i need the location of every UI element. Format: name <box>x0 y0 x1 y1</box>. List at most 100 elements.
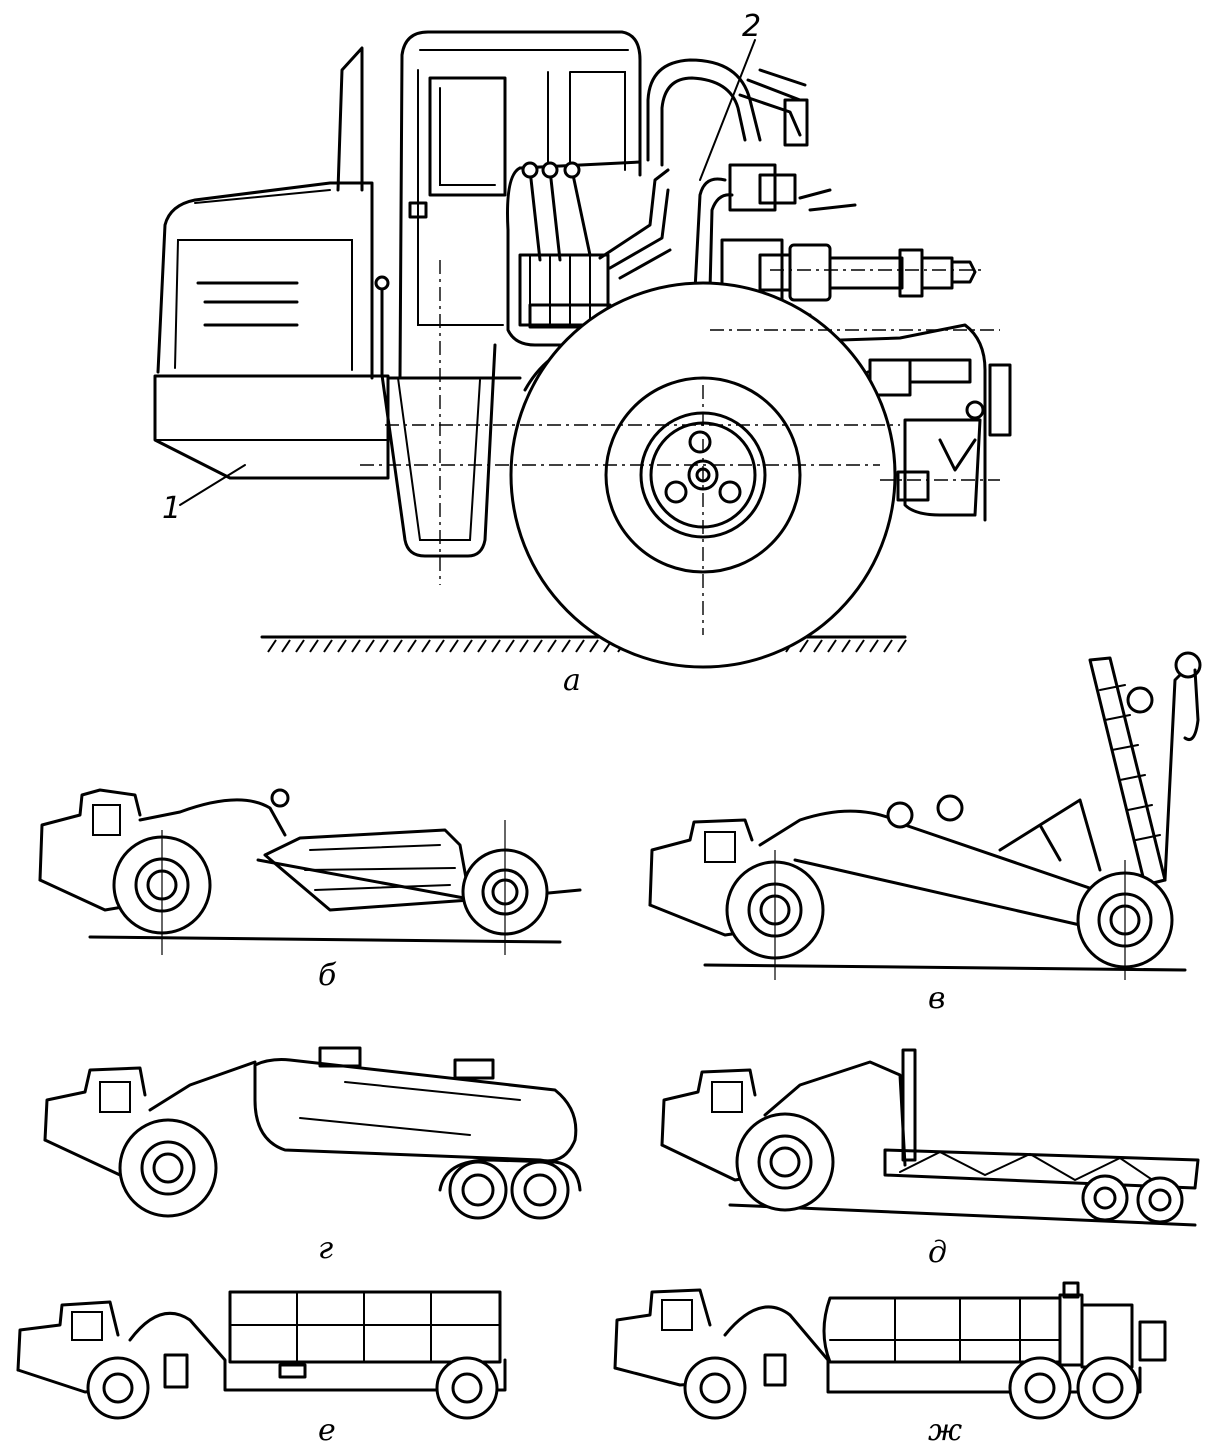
view-e-box-trailer: е <box>16 1290 507 1448</box>
ground-hatch-stroke <box>281 639 291 653</box>
crane-v-pin-1 <box>886 801 914 829</box>
ground-hatch-stroke <box>827 639 837 653</box>
caption-a: а <box>563 663 581 698</box>
flatbed-d-rear-wheel-2 <box>1136 1176 1184 1224</box>
tractor-g-cab <box>43 1066 147 1142</box>
crane-v-boom <box>1088 656 1167 887</box>
tanker-zh-frame <box>723 1305 1142 1394</box>
trailer-e-plate <box>278 1363 307 1379</box>
ground-hatch-stroke <box>799 639 809 653</box>
tractor-b-window <box>92 804 121 836</box>
tanker-g-rear-rim-2 <box>523 1173 557 1207</box>
hose-loop-inner <box>660 76 747 167</box>
ground-v <box>703 963 1187 972</box>
fitting-block <box>783 98 809 147</box>
gear-flange <box>758 253 792 292</box>
ground-hatch-stroke <box>505 639 515 653</box>
flatbed-d-front-rim <box>757 1134 813 1190</box>
hitch-pivot <box>965 400 985 420</box>
flatbed-d-rear-rim-1 <box>1093 1186 1117 1210</box>
crane-v-boom-lattice <box>1099 684 1161 841</box>
hydraulic-housing <box>506 166 692 347</box>
shaft-flange <box>788 243 832 302</box>
control-valves <box>518 161 612 329</box>
tanker-zh-front-rim <box>699 1372 731 1404</box>
flatbed-d-rear-rim-2 <box>1148 1188 1172 1212</box>
ground-hatch-stroke <box>337 639 347 653</box>
ground-hatch-stroke <box>407 639 417 653</box>
scraper-b-bowl <box>263 828 472 912</box>
door-frame <box>417 69 504 326</box>
wheel-bolt-left <box>664 480 688 504</box>
shaft-end <box>920 256 954 290</box>
tanker-zh-coil <box>1058 1293 1084 1367</box>
tanker-zh-valve <box>1062 1281 1080 1299</box>
door-window <box>428 76 507 197</box>
tanker-zh-hitch <box>763 1353 787 1387</box>
hose-3 <box>618 248 672 280</box>
hood-louvers <box>196 281 299 327</box>
tanker-g-fender <box>438 1158 582 1192</box>
hose-2 <box>608 188 670 270</box>
ground-hatch-stroke <box>477 639 487 653</box>
steps-inner <box>397 377 481 541</box>
view-zh-long-tanker: ж <box>613 1281 1167 1448</box>
pump-head <box>758 173 797 205</box>
view-a-tractor: 1 2 а <box>153 9 1012 698</box>
tanker-g-hatch-1 <box>318 1046 362 1068</box>
hose-1 <box>598 168 670 260</box>
tractor-e-cab <box>16 1300 120 1372</box>
trailer-e-rear-wheel <box>435 1356 499 1420</box>
crane-v-pulley <box>1126 686 1154 714</box>
trailer-e-hitch <box>163 1353 189 1389</box>
view-v-crane: в <box>648 651 1202 1016</box>
tractor-d-cab <box>660 1068 757 1147</box>
wheel-bolt-top <box>688 430 712 454</box>
rear-plate <box>988 363 1012 437</box>
scraper-b-gooseneck <box>138 798 287 837</box>
hood-panel <box>174 239 353 371</box>
tractor-zh-window <box>661 1299 693 1331</box>
hitch-plate <box>908 358 972 384</box>
ground-b <box>88 935 562 944</box>
tanker-zh-panels <box>829 1297 1061 1363</box>
hood-edge <box>194 189 331 204</box>
callout-2: 2 <box>742 9 761 44</box>
hitch-cylinder <box>903 418 982 517</box>
ground-hatch <box>267 639 907 653</box>
flatbed-d-rear-wheel-1 <box>1081 1174 1129 1222</box>
flatbed-d-headboard <box>901 1048 917 1162</box>
ground-hatch-stroke <box>379 639 389 653</box>
ground-hatch-stroke <box>267 639 277 653</box>
pump-body <box>728 163 777 212</box>
trailer-e-front-wheel <box>86 1356 150 1420</box>
pump-lever <box>798 188 857 212</box>
cab-outline <box>398 30 642 380</box>
tanker-zh-rear-rim-2 <box>1092 1372 1124 1404</box>
callout-1: 1 <box>162 491 181 526</box>
hoses-right <box>738 68 807 137</box>
scraper-b-ribs <box>304 844 456 891</box>
rear-window <box>547 71 626 171</box>
ground-hatch-stroke <box>519 639 529 653</box>
tanker-zh-front-wheel <box>683 1356 747 1420</box>
ground-hatch-stroke <box>309 639 319 653</box>
tanker-g-front-rim <box>140 1140 196 1196</box>
ground-hatch-stroke <box>351 639 361 653</box>
drive-shaft <box>828 256 904 290</box>
caption-d: д <box>928 1235 947 1270</box>
hose-4 <box>693 177 727 292</box>
flatbed-d-front-wheel <box>735 1112 835 1212</box>
tanker-zh-rear-wheel-1 <box>1008 1356 1072 1420</box>
entry-steps <box>380 283 497 558</box>
tanker-zh-rear-cap <box>1138 1320 1167 1362</box>
crane-v-mast <box>1163 658 1197 882</box>
wheel-bolt-right <box>718 480 742 504</box>
view-b-scraper: б <box>38 788 582 993</box>
ground-hatch-stroke <box>561 639 571 653</box>
tanker-zh-rear-wheel-2 <box>1076 1356 1140 1420</box>
flatbed-d-front-hub <box>769 1146 801 1178</box>
tanker-zh-tank <box>822 1296 1062 1364</box>
coupler-frame <box>688 323 987 522</box>
tanker-g-rear-rim-1 <box>461 1173 495 1207</box>
